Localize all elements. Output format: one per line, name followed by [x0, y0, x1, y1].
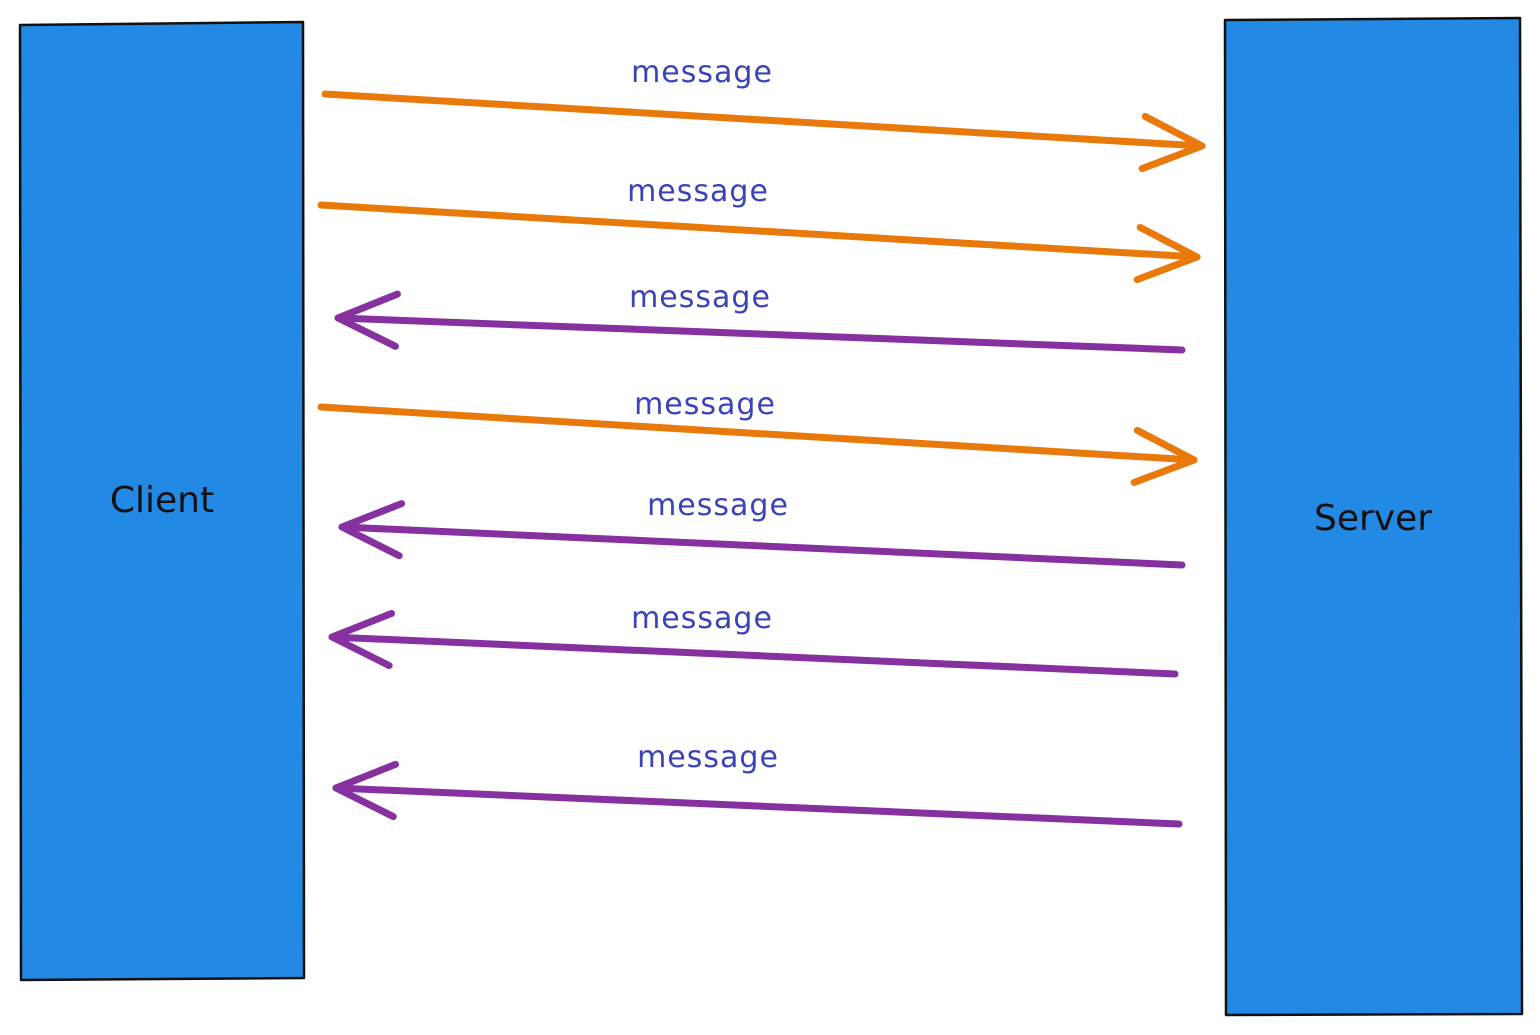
message-label: message [631, 55, 773, 90]
message-arrow-line [328, 633, 1179, 678]
message-7: message [332, 740, 1183, 828]
message-label: message [647, 488, 789, 523]
message-arrow-line [332, 784, 1183, 828]
arrowhead-icon [334, 290, 401, 350]
client-label: Client [110, 480, 214, 521]
arrowhead-icon [1130, 426, 1198, 486]
message-label: message [627, 174, 769, 209]
message-1: message [321, 55, 1206, 173]
message-arrow-line [317, 403, 1198, 464]
message-4: message [317, 387, 1198, 486]
message-6: message [328, 601, 1179, 678]
message-5: message [338, 488, 1186, 569]
client-node: Client [18, 20, 306, 982]
message-arrow-line [334, 314, 1186, 354]
client-box [18, 20, 306, 982]
message-arrow-line [321, 90, 1206, 150]
message-label: message [634, 387, 776, 422]
arrowhead-icon [332, 760, 399, 821]
message-label: message [631, 601, 773, 636]
server-box [1223, 16, 1524, 1017]
message-label: message [629, 280, 771, 315]
arrowhead-icon [1133, 224, 1201, 284]
arrowhead-icon [1138, 113, 1206, 173]
arrowhead-icon [328, 610, 395, 670]
server-label: Server [1314, 498, 1432, 539]
arrowhead-icon [338, 500, 406, 560]
server-node: Server [1223, 16, 1524, 1017]
message-flow: message message message message message messa… [317, 55, 1206, 828]
message-arrow-line [338, 523, 1186, 569]
message-3: message [334, 280, 1186, 354]
message-arrow-line [317, 201, 1201, 261]
message-2: message [317, 174, 1201, 284]
message-label: message [637, 740, 779, 775]
